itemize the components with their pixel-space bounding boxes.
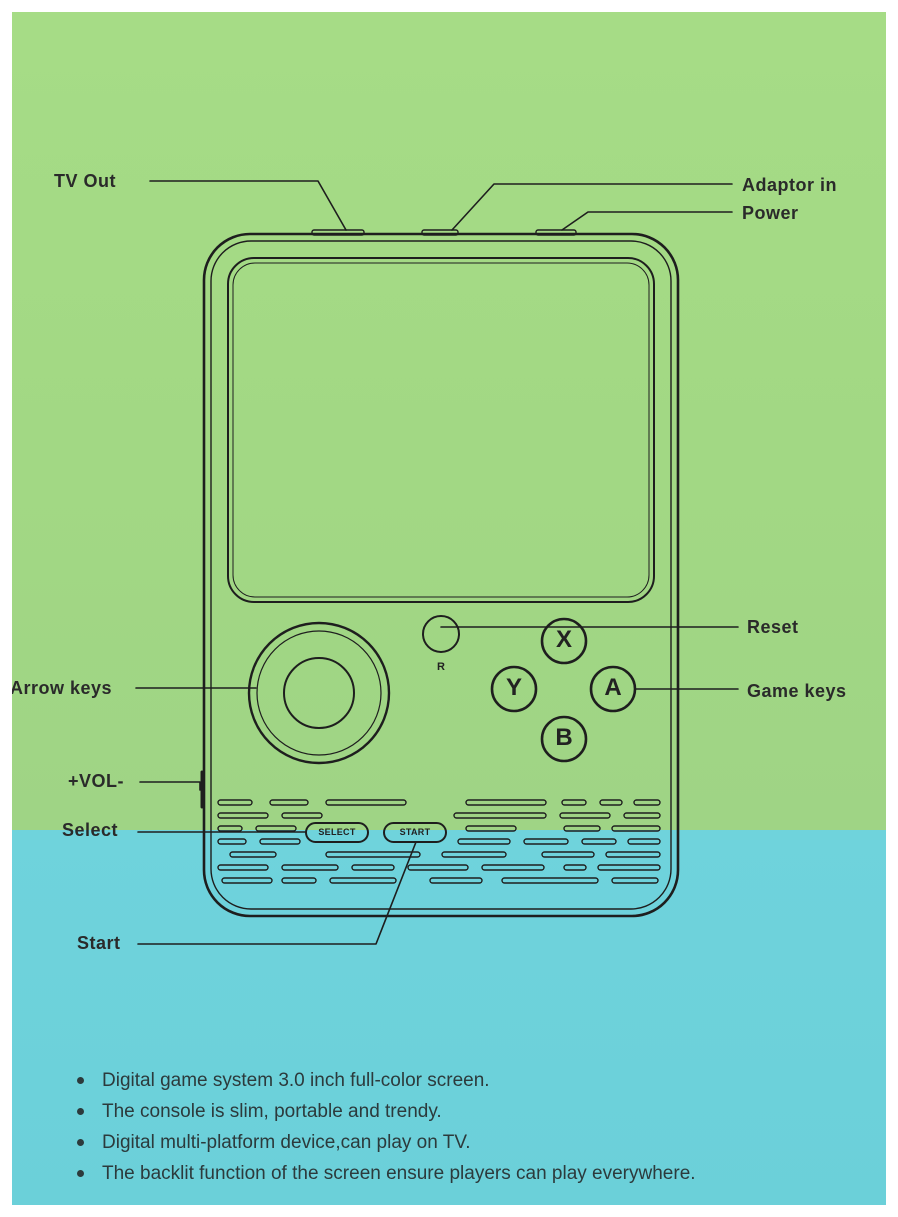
tv-out-line bbox=[149, 180, 347, 231]
bullet bbox=[77, 1077, 84, 1084]
reset-mark-label: R bbox=[437, 661, 445, 673]
feature-item: The backlit function of the screen ensur… bbox=[74, 1158, 696, 1189]
feature-text: The backlit function of the screen ensur… bbox=[102, 1163, 696, 1184]
top-panel bbox=[12, 12, 886, 830]
console-diagram bbox=[135, 180, 739, 945]
bullet bbox=[77, 1108, 84, 1115]
y-button-label: Y bbox=[505, 674, 522, 701]
b-button-label: B bbox=[555, 724, 573, 751]
dpad-center bbox=[283, 657, 355, 729]
bullet bbox=[77, 1139, 84, 1146]
volume-label: +VOL- bbox=[68, 771, 125, 791]
start-line bbox=[137, 841, 417, 945]
reset-label: Reset bbox=[747, 617, 799, 637]
start-button-label: START bbox=[399, 827, 431, 837]
adaptor-line bbox=[451, 183, 733, 231]
power-line bbox=[561, 211, 733, 231]
tv-out-label: TV Out bbox=[54, 171, 116, 191]
feature-item: Digital multi-platform device,can play o… bbox=[74, 1127, 696, 1158]
game-keys-label: Game keys bbox=[747, 681, 847, 701]
bullet bbox=[77, 1170, 84, 1177]
adaptor-port bbox=[421, 229, 459, 236]
bottom-panel bbox=[12, 830, 886, 1205]
screen bbox=[232, 262, 650, 598]
speaker-grille bbox=[217, 799, 661, 884]
screen-frame bbox=[227, 257, 655, 603]
feature-item: The console is slim, portable and trendy… bbox=[74, 1096, 696, 1127]
adaptor-in-label: Adaptor in bbox=[742, 175, 837, 195]
console-body-inner bbox=[210, 240, 672, 910]
x-button-label: X bbox=[555, 626, 572, 653]
reset-button-shape bbox=[422, 615, 460, 653]
tv-out-port bbox=[311, 229, 365, 236]
power-label: Power bbox=[742, 203, 799, 223]
start-button-shape bbox=[383, 822, 447, 843]
callout-lines bbox=[135, 180, 739, 945]
select-label: Select bbox=[62, 820, 119, 840]
feature-text: Digital game system 3.0 inch full-color … bbox=[102, 1070, 490, 1091]
feature-text: The console is slim, portable and trendy… bbox=[102, 1101, 442, 1122]
dpad-ring-inner bbox=[256, 630, 382, 756]
x-button-shape bbox=[540, 617, 588, 665]
a-button-label: A bbox=[604, 674, 622, 701]
start-label: Start bbox=[77, 933, 121, 953]
select-button-label: SELECT bbox=[318, 827, 356, 837]
vol-line bbox=[139, 781, 201, 791]
power-switch bbox=[535, 229, 577, 236]
dpad-ring-outer bbox=[247, 621, 391, 765]
feature-list: Digital game system 3.0 inch full-color … bbox=[74, 1065, 696, 1189]
y-button-shape bbox=[490, 665, 538, 713]
arrow-keys-label: Arrow keys bbox=[12, 678, 113, 698]
console-body-outline bbox=[202, 232, 680, 918]
feature-item: Digital game system 3.0 inch full-color … bbox=[74, 1065, 696, 1096]
b-button-shape bbox=[540, 715, 588, 763]
product-card: TV Out Adaptor in Power Reset Arrow keys… bbox=[12, 12, 886, 1205]
feature-text: Digital multi-platform device,can play o… bbox=[102, 1132, 471, 1153]
